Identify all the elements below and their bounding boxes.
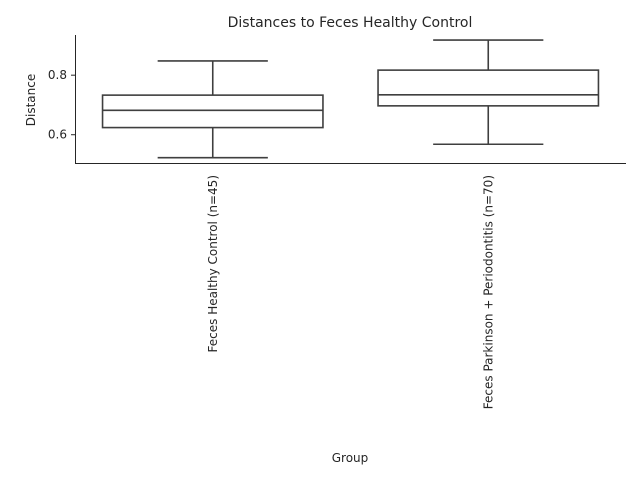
x-tick-label: Feces Parkinson + Periodontitis (n=70) bbox=[481, 175, 495, 409]
box-group bbox=[101, 60, 324, 159]
chart-title: Distances to Feces Healthy Control bbox=[228, 15, 473, 31]
boxes bbox=[101, 39, 600, 159]
plot-area: 0.60.8 Feces Healthy Control (n=45)Feces… bbox=[48, 35, 626, 409]
y-axis-ticks: 0.6 0.8 bbox=[48, 68, 75, 142]
box-group bbox=[377, 39, 600, 146]
x-axis-tick-labels: Feces Healthy Control (n=45) Feces Parkin… bbox=[206, 175, 496, 409]
x-axis-label: Group bbox=[332, 451, 369, 465]
iqr-box bbox=[101, 94, 324, 129]
y-axis-label: Distance bbox=[24, 74, 38, 126]
y-tick-label: 0.8 bbox=[48, 68, 67, 82]
y-tick-label: 0.6 bbox=[48, 128, 67, 142]
x-tick-label: Feces Healthy Control (n=45) bbox=[206, 175, 220, 352]
iqr-box bbox=[377, 69, 600, 107]
